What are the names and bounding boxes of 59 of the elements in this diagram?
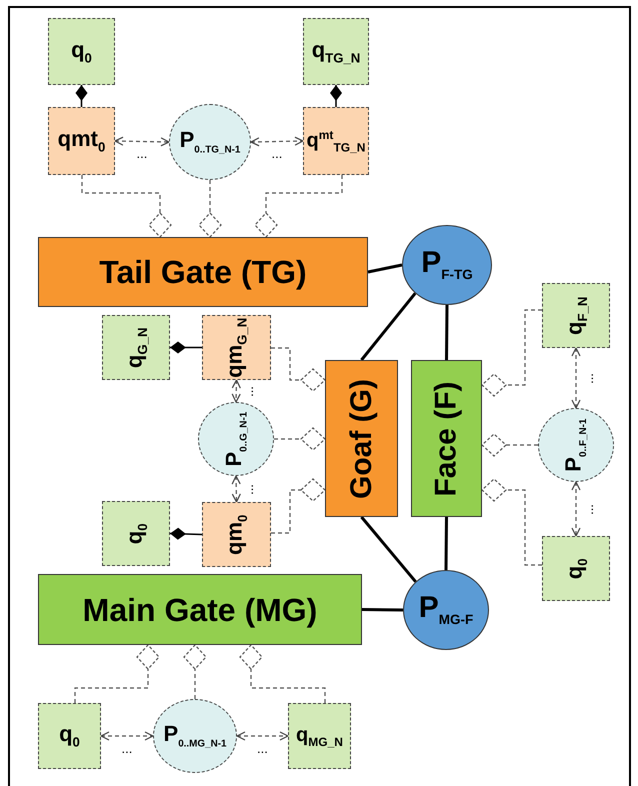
node-label: q$_{0}$ [71,38,92,64]
diamond-connector [271,478,326,534]
diamond-connector [81,175,172,238]
diamond-connector [183,644,207,699]
diamond-connector [274,427,326,451]
dashed-box [303,107,369,175]
node-label: P$_{MG-F}$ [418,593,474,627]
connector-line [360,292,416,361]
node-label: q$_{0}$ [59,723,80,749]
connector-line [445,304,448,360]
diamond-connector [481,478,542,566]
dashed-double-arrow [571,481,581,537]
diamond-connector [170,342,202,354]
diamond-connector [481,309,542,397]
dashed-box [288,703,351,769]
connector-line [360,516,417,583]
node-label: qmt$_{0}$ [58,128,106,154]
diamond-connector [254,175,343,238]
dashed-double-arrow [232,475,241,503]
diamond-connector [271,347,326,392]
dashed-box [202,315,271,380]
node-label: Tail Gate (TG) [99,256,307,288]
process-box [325,360,398,517]
dashed-box [48,107,115,175]
dashed-double-arrow [236,731,289,741]
diamond-connector [198,180,222,238]
node-label: Goaf (G) [346,378,376,498]
dashed-box [38,703,101,769]
connector-line [368,264,402,274]
process-box [411,360,482,517]
dashed-box [102,501,170,566]
process-box [38,237,368,307]
dashed-double-arrow [250,136,304,146]
diamond-connector [74,644,160,703]
dashed-box [303,18,369,85]
process-box [38,574,362,645]
connector-line [444,516,448,570]
node-label: q$_{TG_N}$ [312,38,360,64]
dashed-double-arrow [232,379,241,403]
dashed-box [202,502,271,567]
diamond-connector [239,644,326,703]
diamond-connector [170,528,202,540]
dashed-box [48,18,115,85]
connector-line [362,608,404,612]
diamond-connector [481,433,538,457]
node-label: Face (F) [432,380,462,496]
node-label: q$_{MG_N}$ [296,724,343,748]
dashed-box [542,283,610,348]
node-label: P$_{F-TG}$ [421,248,473,282]
node-label: P$_{0..TG_N-1}$ [180,128,240,156]
diamond-connector [330,85,342,107]
node-label: Main Gate (MG) [82,594,318,626]
dashed-box [102,315,170,380]
dashed-double-arrow [100,731,154,741]
dashed-box [542,536,610,601]
dashed-double-arrow [571,347,581,409]
diamond-connector [76,85,88,107]
dashed-double-arrow [114,136,170,146]
node-label: P$_{0..MG_N-1}$ [164,722,226,750]
